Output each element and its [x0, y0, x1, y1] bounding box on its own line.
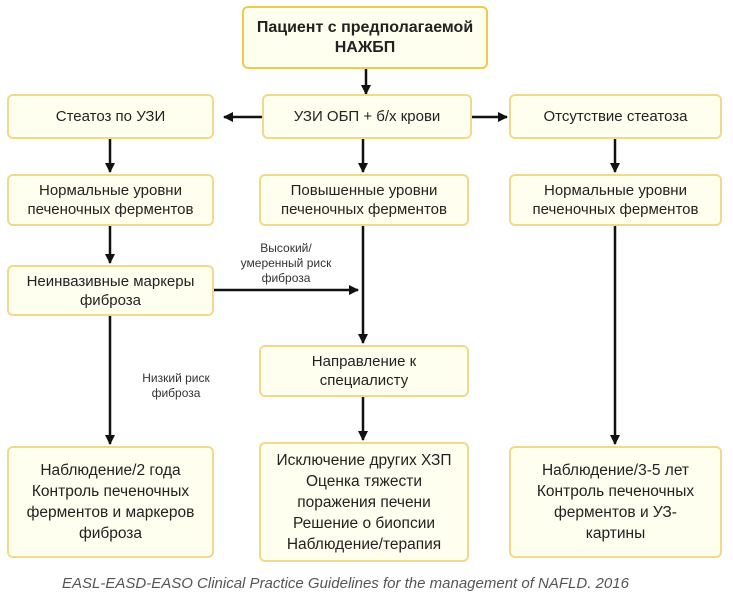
node-referral: Направление к специалисту: [259, 345, 469, 397]
node-elevated: Повышенные уровни печеночных ферментов: [259, 174, 469, 226]
node-steatosis: Стеатоз по УЗИ: [7, 94, 214, 139]
node-no-steatosis: Отсутствие стеатоза: [509, 94, 722, 139]
node-normal-right: Нормальные уровни печеночных ферментов: [509, 174, 722, 226]
node-follow-left: Наблюдение/2 года Контроль печеночных фе…: [7, 446, 214, 558]
node-start: Пациент с предполагаемой НАЖБП: [242, 6, 488, 69]
label-high-risk: Высокий/ умеренный риск фиброза: [240, 241, 332, 285]
source-caption: EASL-EASD-EASO Clinical Practice Guideli…: [62, 575, 629, 592]
node-uzi: УЗИ ОБП + б/х крови: [262, 94, 472, 139]
node-follow-right: Наблюдение/3-5 лет Контроль печеночных ф…: [509, 446, 722, 558]
node-normal-left: Нормальные уровни печеночных ферментов: [7, 174, 214, 226]
node-exclusion: Исключение других ХЗП Оценка тяжести пор…: [259, 442, 469, 562]
label-low-risk: Низкий риск фиброза: [142, 371, 210, 400]
node-markers: Неинвазивные маркеры фиброза: [7, 265, 214, 316]
